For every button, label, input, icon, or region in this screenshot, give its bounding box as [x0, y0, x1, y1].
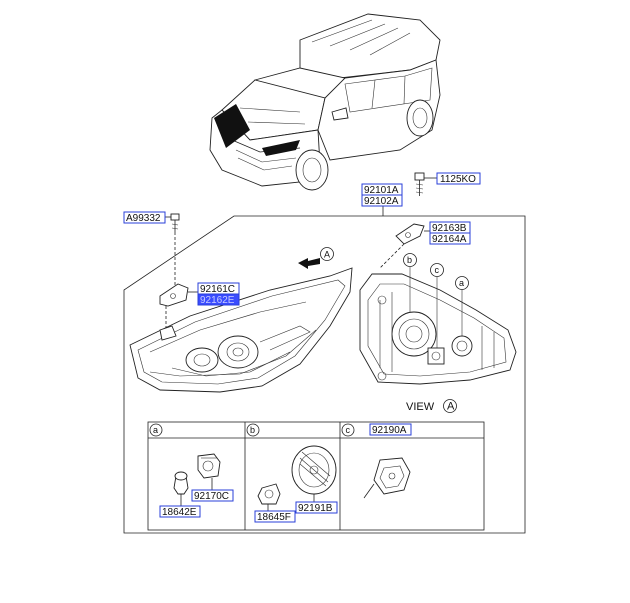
part-number-92191B: 92191B [298, 503, 333, 514]
view-arrow-A: A [298, 247, 334, 269]
part-number-92164A: 92164A [432, 234, 467, 245]
part-label-1125KO: 1125KO [436, 172, 481, 185]
part-number-18645F: 18645F [257, 512, 291, 523]
callout-c-rear: c [435, 265, 440, 275]
part-label-92102A: 92102A [361, 194, 403, 207]
callout-A-view: A [447, 401, 455, 413]
headlamp-front-view [129, 267, 353, 393]
view-A-label: VIEW A [406, 399, 457, 413]
part-label-92190A: 92190A [369, 423, 412, 436]
part-number-92162E: 92162E [200, 295, 235, 306]
part-label-92191B: 92191B [295, 501, 338, 514]
part-number-92102A: 92102A [364, 196, 399, 207]
part-number-1125KO: 1125KO [440, 174, 476, 185]
detail-headers: a b c [149, 423, 355, 437]
part-number-18642E: 18642E [162, 507, 197, 518]
callout-a-rear: a [459, 278, 464, 288]
bracket-92161C [159, 283, 198, 330]
callout-c-box: c [346, 425, 351, 435]
callout-b-box: b [250, 425, 255, 435]
part-label-A99332: A99332 [123, 211, 166, 224]
part-label-92101A: 92101A [361, 183, 403, 196]
panel-c-parts [363, 457, 411, 499]
part-label-92162E: 92162E [197, 293, 240, 306]
part-number-92163B: 92163B [432, 223, 467, 234]
part-label-18645F: 18645F [254, 510, 296, 523]
part-label-92163B: 92163B [429, 221, 471, 234]
callout-A-top: A [324, 250, 330, 260]
part-number-92101A: 92101A [364, 185, 399, 196]
part-number-92170C: 92170C [194, 491, 229, 502]
panel-a-parts [173, 453, 221, 506]
screw-1125KO [414, 172, 437, 196]
part-number-A99332: A99332 [126, 213, 161, 224]
part-label-92164A: 92164A [429, 232, 471, 245]
panel-b-parts [257, 445, 337, 511]
assembly-frame [123, 215, 526, 534]
callout-a-box: a [153, 425, 158, 435]
part-number-92190A: 92190A [372, 425, 407, 436]
part-label-18642E: 18642E [159, 505, 201, 518]
detail-panels [147, 421, 485, 531]
callout-b-rear: b [407, 255, 412, 265]
headlamp-rear-view: b c a [359, 253, 517, 385]
part-label-92170C: 92170C [191, 489, 234, 502]
part-number-92161C: 92161C [200, 284, 235, 295]
screw-A99332 [165, 213, 180, 290]
bracket-92163B [379, 223, 430, 269]
part-label-92161C: 92161C [197, 282, 240, 295]
view-label-text: VIEW [406, 401, 435, 413]
car-illustration [209, 13, 441, 191]
